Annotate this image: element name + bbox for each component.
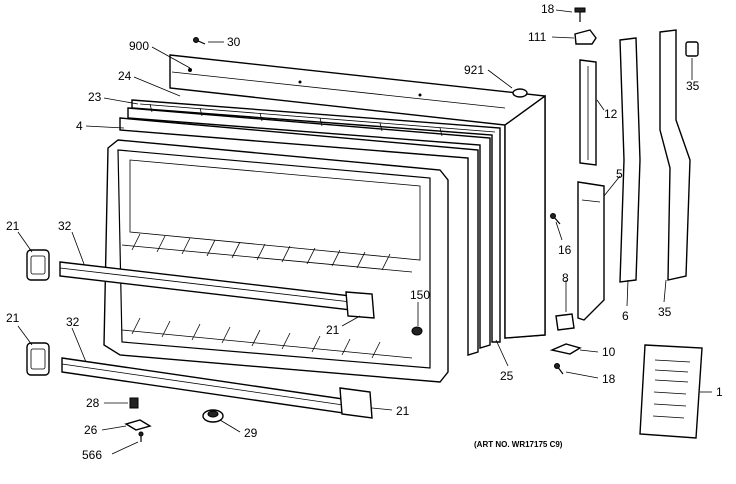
end-cap-upper-left: [26, 249, 50, 281]
callout-8: 8: [562, 271, 569, 285]
art-number: (ART NO. WR17175 C9): [474, 440, 563, 449]
bracket-10: [549, 343, 582, 355]
callout-10: 10: [602, 345, 616, 359]
screw-18-top: [574, 7, 586, 22]
bracket-26: [124, 419, 152, 431]
callout-5: 5: [616, 167, 623, 181]
bracket-111: [574, 29, 597, 45]
hinge-cap-35: [685, 41, 699, 57]
callout-28: 28: [86, 396, 100, 410]
outer-door-panel: [169, 54, 546, 339]
shelf-rail-lower: [61, 357, 373, 419]
callout-900: 900: [129, 39, 149, 53]
door-strap-35: [659, 29, 691, 281]
callout-1: 1: [716, 385, 723, 399]
shelf-rail-upper: [59, 261, 375, 319]
callout-150: 150: [410, 288, 430, 302]
owner-manual: [639, 344, 703, 439]
callout-18-bottom: 18: [602, 372, 616, 386]
callout-16: 16: [558, 243, 572, 257]
callout-labels: 18 111 30 900 921 35 24 12 23 4 5 21 32 …: [6, 2, 723, 462]
callout-18: 18: [541, 2, 555, 16]
callout-111: 111: [528, 30, 547, 44]
callout-21-upper-left: 21: [6, 219, 20, 233]
screw-16: [550, 213, 561, 225]
callout-21-lower-right: 21: [396, 404, 410, 418]
hinge-bracket-5: [577, 181, 605, 321]
callout-6: 6: [622, 309, 629, 323]
inner-door-liner: [103, 139, 449, 383]
callout-35-top: 35: [686, 79, 700, 93]
callout-35-bottom: 35: [658, 305, 672, 319]
callout-12: 12: [604, 107, 618, 121]
end-cap-lower-left: [26, 342, 50, 376]
callout-30: 30: [227, 35, 241, 49]
callout-29: 29: [244, 426, 258, 440]
screw-18-bottom: [554, 363, 564, 375]
hinge-bar-12: [579, 59, 597, 166]
door-strap-6: [619, 37, 641, 283]
clip-8: [555, 313, 575, 331]
callout-25: 25: [500, 369, 514, 383]
callout-26: 26: [84, 423, 98, 437]
bumper-29: [202, 409, 224, 423]
callout-21-upper-right: 21: [326, 323, 340, 337]
screw-566: [138, 431, 144, 442]
leader-lines: [17, 9, 712, 455]
callout-32-lower: 32: [66, 315, 80, 329]
callout-24: 24: [118, 69, 132, 83]
door-gasket-layers: [119, 99, 501, 356]
callout-4: 4: [76, 119, 83, 133]
callout-21-lower-left: 21: [6, 311, 20, 325]
screw-28: [129, 397, 139, 409]
callout-23: 23: [88, 90, 102, 104]
callout-566: 566: [82, 448, 102, 462]
plug-150: [411, 326, 423, 336]
screw-30: [193, 37, 206, 45]
callout-921: 921: [464, 63, 484, 77]
callout-32-upper: 32: [58, 219, 72, 233]
